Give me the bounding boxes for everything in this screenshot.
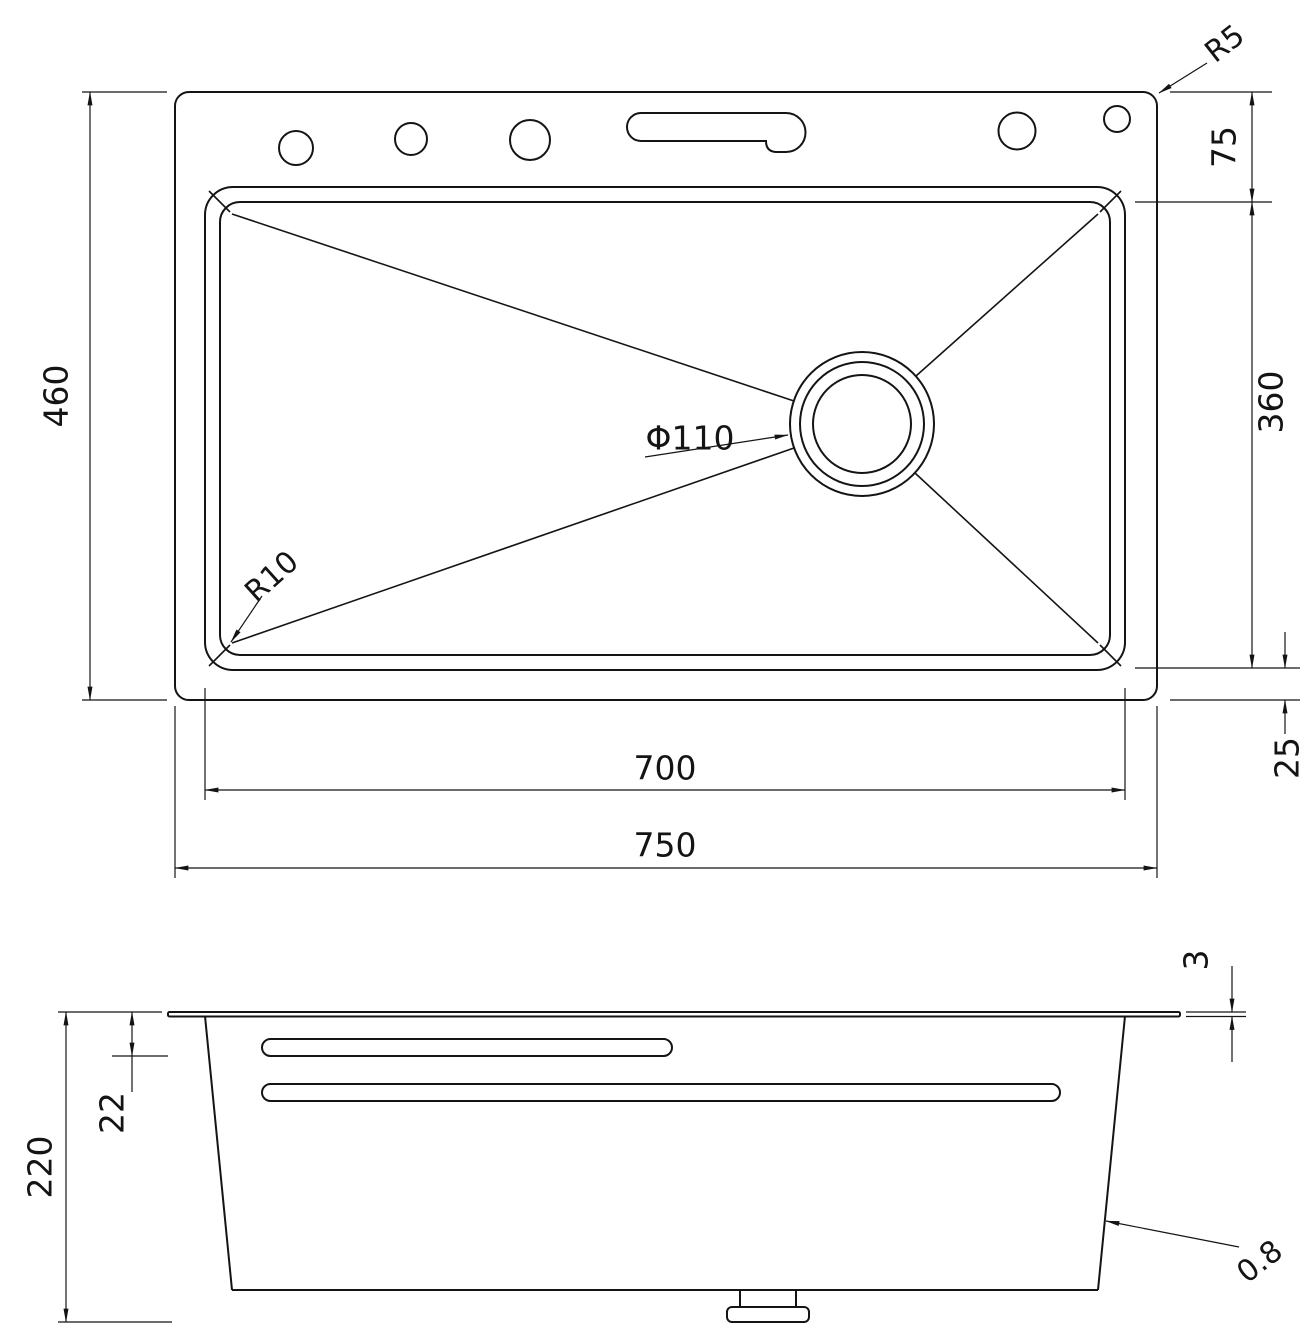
rim-top-offset-dim-label: 75 (1205, 126, 1244, 168)
extension-lines (82, 91, 1300, 878)
drain-diameter-label: Φ110 (646, 419, 735, 458)
wall-thickness-label: 0.8 (1230, 1234, 1289, 1291)
basin-right-wall (1097, 1015, 1126, 1291)
basin-left-wall (204, 1015, 233, 1291)
total-height-dim-label: 220 (21, 1136, 60, 1199)
extension-lines-side (58, 1011, 1246, 1323)
basin (204, 186, 1126, 671)
basin-slope-lines (231, 213, 1099, 644)
deck-holes (278, 105, 1131, 166)
ledge-height-dim-label: 22 (93, 1092, 132, 1134)
deck-hole-5 (1103, 105, 1131, 133)
side-view: 220 22 3 0.8 (21, 950, 1290, 1323)
deck-hole-2 (394, 122, 428, 156)
dimensions-top-view: 460 75 360 25 700 750 (37, 91, 1301, 878)
drain-outlet (726, 1290, 810, 1323)
rim-bottom-offset-dim-label: 25 (1268, 737, 1301, 779)
outer-corner-radius-label: R5 (1198, 18, 1251, 70)
basin-corner-radius-label: R10 (238, 544, 305, 610)
top-view: Φ110 R10 R5 460 7 (37, 18, 1301, 878)
overall-depth-dim-label: 460 (37, 365, 76, 428)
callouts-top-view: Φ110 R10 R5 (230, 18, 1252, 643)
deck-hole-4 (997, 111, 1037, 151)
drain-diameter-leader (644, 434, 789, 458)
deck-hole-1 (278, 130, 314, 166)
basin-outer-edge (204, 186, 1126, 671)
basin-corner-radius-leader (230, 595, 263, 643)
basin-width-dim-label: 700 (634, 749, 697, 788)
basin-depth-dim-label: 360 (1252, 371, 1291, 434)
outer-corner-radius-leader (1158, 62, 1208, 94)
deck-thickness-dim-label: 3 (1177, 950, 1216, 971)
ledge-groove-upper (261, 1038, 673, 1057)
waterfall-slot-hole (626, 112, 807, 153)
deck-flange (167, 1011, 1181, 1018)
basin-inner-edge (219, 201, 1111, 656)
drain (789, 351, 935, 497)
ledge-groove-lower (261, 1083, 1061, 1102)
deck-hole-3 (509, 119, 551, 161)
basin-corner-ticks (208, 190, 1122, 667)
wall-thickness-leader (1105, 1220, 1240, 1248)
overall-width-dim-label: 750 (634, 826, 697, 865)
dimensions-side-view: 220 22 3 0.8 (21, 950, 1290, 1323)
sink-outer-rim (174, 91, 1158, 701)
